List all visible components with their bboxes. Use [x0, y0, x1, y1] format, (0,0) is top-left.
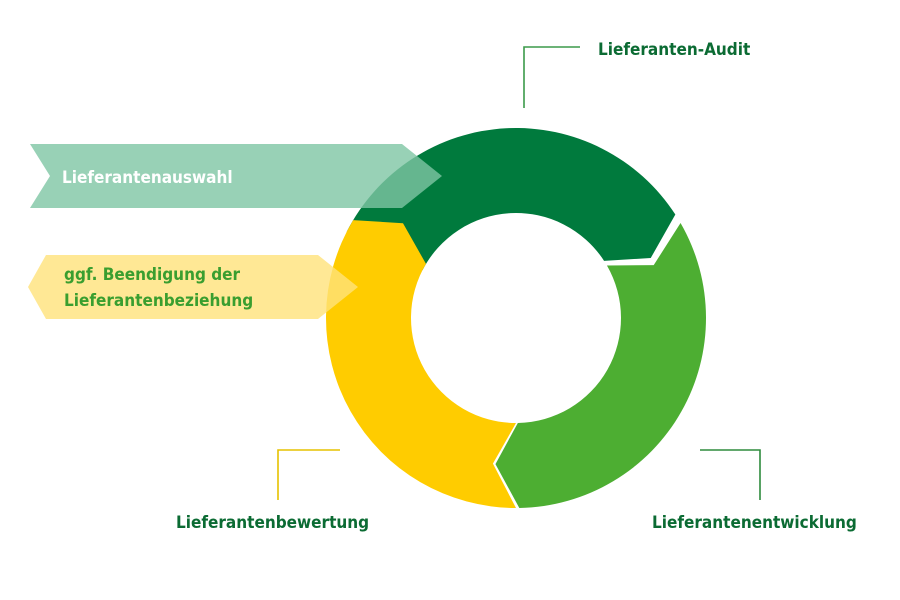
ring-segment-bewertung: [325, 220, 516, 508]
arrow-banner-auswahl: [30, 144, 442, 208]
label-entwicklung: Lieferantenentwicklung: [652, 513, 857, 533]
label-beendigung-line2: Lieferantenbeziehung: [64, 291, 253, 311]
label-bewertung: Lieferantenbewertung: [176, 513, 369, 533]
label-audit: Lieferanten-Audit: [598, 40, 750, 60]
label-auswahl: Lieferantenauswahl: [62, 168, 233, 188]
arrow-banner-beendigung: [28, 255, 358, 319]
leader-line-bewertung: [277, 449, 340, 500]
ring-segment-audit: [346, 128, 676, 271]
ring-segment-entwicklung: [495, 223, 707, 508]
leader-line-entwicklung: [700, 449, 761, 500]
label-beendigung-line1: ggf. Beendigung der: [64, 265, 241, 285]
cycle-ring: [325, 128, 707, 508]
leader-line-audit: [523, 46, 580, 108]
